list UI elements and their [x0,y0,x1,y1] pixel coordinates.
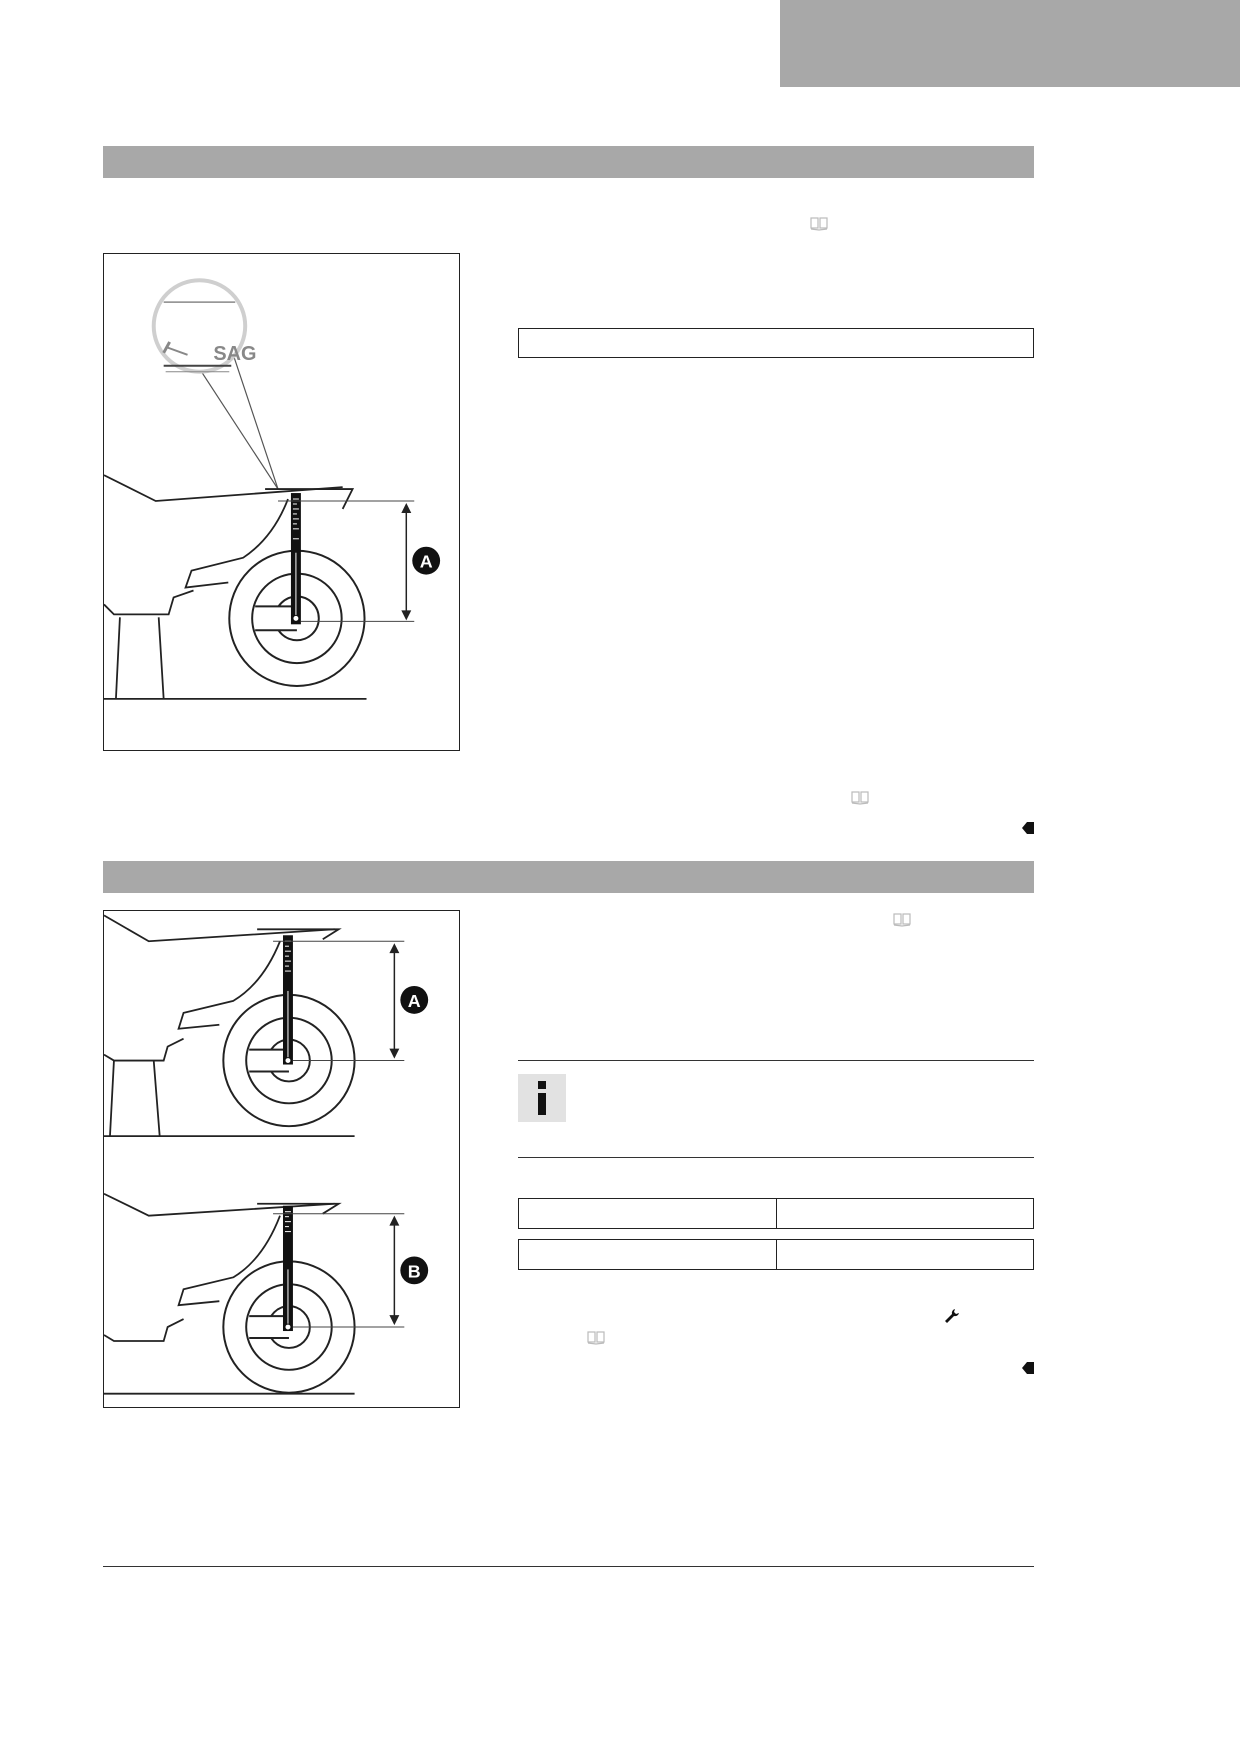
book-reference-icon [851,791,869,805]
chapter-tab [780,0,1240,87]
callout-a-badge [400,985,429,1014]
info-icon [518,1074,566,1122]
spec-row-1 [518,1198,1034,1229]
book-reference-icon [893,913,911,927]
magnifier-label: SAG [213,343,256,365]
magnifier-pointer-right [230,348,279,490]
callout-a-label: A [420,552,433,572]
static-sag-illustration: SAG A [104,278,441,700]
callout-a-badge [412,546,441,575]
spec-row-1-value-cell [776,1199,1035,1228]
end-of-procedure-icon [1022,822,1034,834]
measuring-tape [282,1205,293,1332]
wrench-icon [945,1309,959,1323]
hammer-icon [162,341,188,356]
info-note-bottom-rule [518,1157,1034,1158]
callout-b-badge [400,1256,429,1285]
spec-value-box [518,328,1034,358]
section-header-bar-2 [103,861,1034,893]
end-of-procedure-icon [1022,1362,1034,1374]
callout-b-label: B [408,1261,421,1281]
footer-rule [103,1566,1034,1567]
section-header-bar-1 [103,146,1034,178]
info-note-top-rule [518,1060,1034,1061]
callout-a-label: A [408,991,421,1011]
static-sag-figure: SAG A [103,253,460,751]
riding-sag-figure: A B [103,910,460,1408]
spec-row-2 [518,1239,1034,1270]
book-reference-icon [587,1331,605,1345]
riding-sag-illustration: A B [104,914,429,1395]
book-reference-icon [810,217,828,231]
spec-row-2-value-cell [776,1240,1035,1269]
